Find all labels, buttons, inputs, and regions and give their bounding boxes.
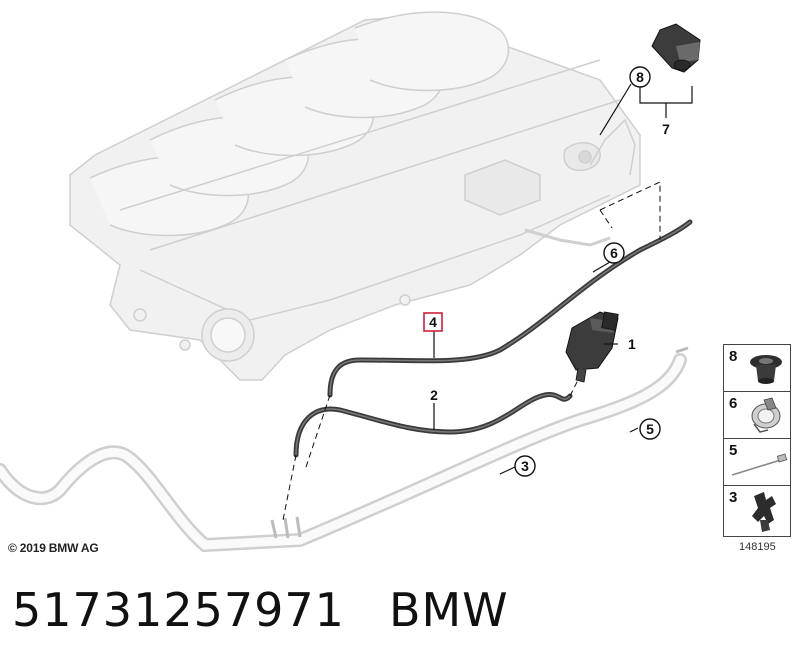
grommet-icon (750, 355, 782, 384)
callout-leaders (433, 83, 693, 475)
callout-8: 8 (636, 69, 644, 85)
hose-clip-icon (751, 397, 781, 433)
callout-2: 2 (430, 387, 438, 403)
copyright-notice: © 2019 BMW AG (8, 541, 99, 555)
callout-circle-6 (603, 242, 625, 264)
callout-3: 3 (521, 458, 529, 474)
small-parts-legend: 8 6 5 3 (723, 344, 791, 537)
sensor-part-8 (651, 23, 701, 73)
legend-label: 6 (729, 395, 738, 412)
intake-manifold-illustration (69, 11, 641, 381)
callout-circle-3 (514, 455, 536, 477)
part-number: 51731257971 (12, 583, 345, 637)
legend-item-6: 6 (724, 392, 790, 439)
callout-4: 4 (429, 314, 437, 330)
callout-5: 5 (646, 421, 654, 437)
callout-6: 6 (610, 245, 618, 261)
legend-label: 3 (729, 489, 738, 506)
part-number-footer: 51731257971 BMW (12, 583, 553, 637)
parts-diagram: 8 7 6 4 1 2 5 3 (0, 11, 701, 553)
pressure-valve-part-1 (565, 311, 619, 383)
legend-item-3: 3 (724, 486, 790, 533)
legend-label: 8 (729, 348, 738, 365)
legend-item-8: 8 (724, 345, 790, 392)
callout-1: 1 (628, 336, 636, 352)
highlight-box-part-4 (423, 312, 443, 332)
cable-tie-icon (731, 453, 788, 476)
brand-name: BMW (388, 583, 509, 637)
callout-7: 7 (662, 121, 670, 137)
callout-circle-8 (629, 66, 651, 88)
bracket-clip-icon (752, 492, 776, 532)
legend-item-5: 5 (724, 439, 790, 486)
legend-label: 5 (729, 442, 738, 459)
vent-pipe (0, 346, 689, 553)
diagram-id: 148195 (739, 541, 776, 553)
callout-circle-5 (639, 418, 661, 440)
